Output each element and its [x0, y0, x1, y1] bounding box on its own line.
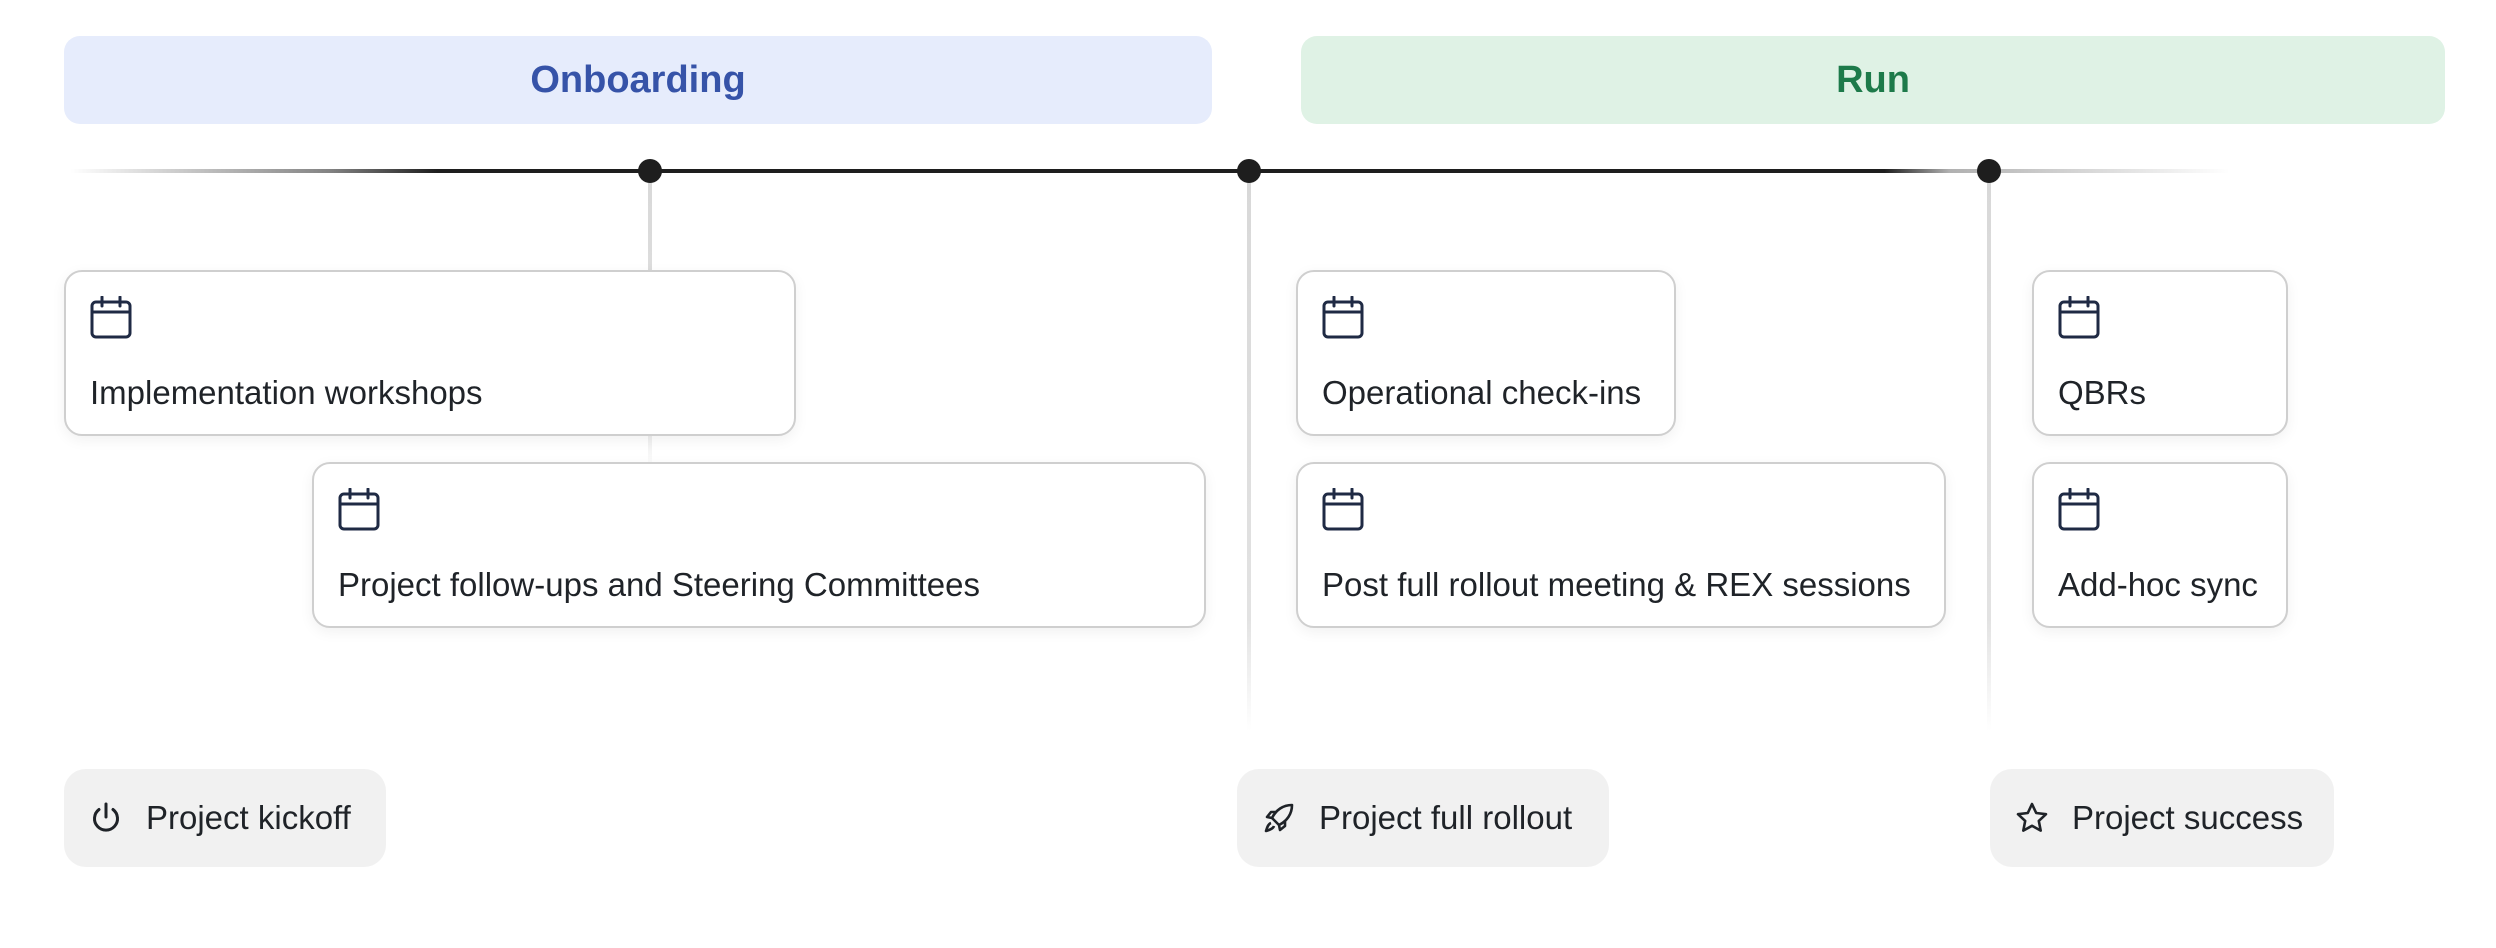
milestone-label: Project kickoff — [146, 799, 351, 836]
calendar-icon — [1322, 487, 1364, 532]
star-icon — [2014, 800, 2050, 836]
milestone-full-rollout[interactable]: Project full rollout — [1237, 769, 1609, 867]
milestone-kickoff[interactable]: Project kickoff — [64, 769, 386, 867]
activity-card[interactable]: Add-hoc sync — [2032, 462, 2288, 628]
connector-success — [1987, 171, 1991, 731]
activity-card[interactable]: Project follow-ups and Steering Committe… — [312, 462, 1206, 628]
timeline-dot-kickoff — [638, 159, 662, 183]
calendar-icon — [90, 295, 132, 340]
activity-label: Add-hoc sync — [2058, 566, 2258, 603]
calendar-icon — [338, 487, 380, 532]
activity-label: Post full rollout meeting & REX sessions — [1322, 566, 1911, 603]
rocket-icon — [1261, 800, 1297, 836]
milestone-label: Project full rollout — [1319, 799, 1573, 836]
timeline-dot-rollout — [1237, 159, 1261, 183]
calendar-icon — [2058, 295, 2100, 340]
activity-label: Operational check-ins — [1322, 374, 1642, 411]
activity-card[interactable]: Operational check-ins — [1296, 270, 1676, 436]
timeline-axis — [70, 169, 2230, 173]
phase-onboarding-label: Onboarding — [530, 58, 746, 101]
activity-label: Implementation workshops — [90, 374, 483, 411]
timeline-dot-success — [1977, 159, 2001, 183]
activity-card[interactable]: Post full rollout meeting & REX sessions — [1296, 462, 1946, 628]
connector-rollout — [1247, 171, 1251, 731]
activity-label: Project follow-ups and Steering Committe… — [338, 566, 980, 603]
activity-card[interactable]: QBRs — [2032, 270, 2288, 436]
activity-label: QBRs — [2058, 374, 2147, 411]
phase-run-label: Run — [1836, 58, 1910, 101]
milestone-success[interactable]: Project success — [1990, 769, 2334, 867]
phase-onboarding: Onboarding — [64, 36, 1212, 124]
power-icon — [88, 800, 124, 836]
calendar-icon — [1322, 295, 1364, 340]
calendar-icon — [2058, 487, 2100, 532]
activity-card[interactable]: Implementation workshops — [64, 270, 796, 436]
milestone-label: Project success — [2072, 799, 2304, 836]
phase-run: Run — [1301, 36, 2445, 124]
